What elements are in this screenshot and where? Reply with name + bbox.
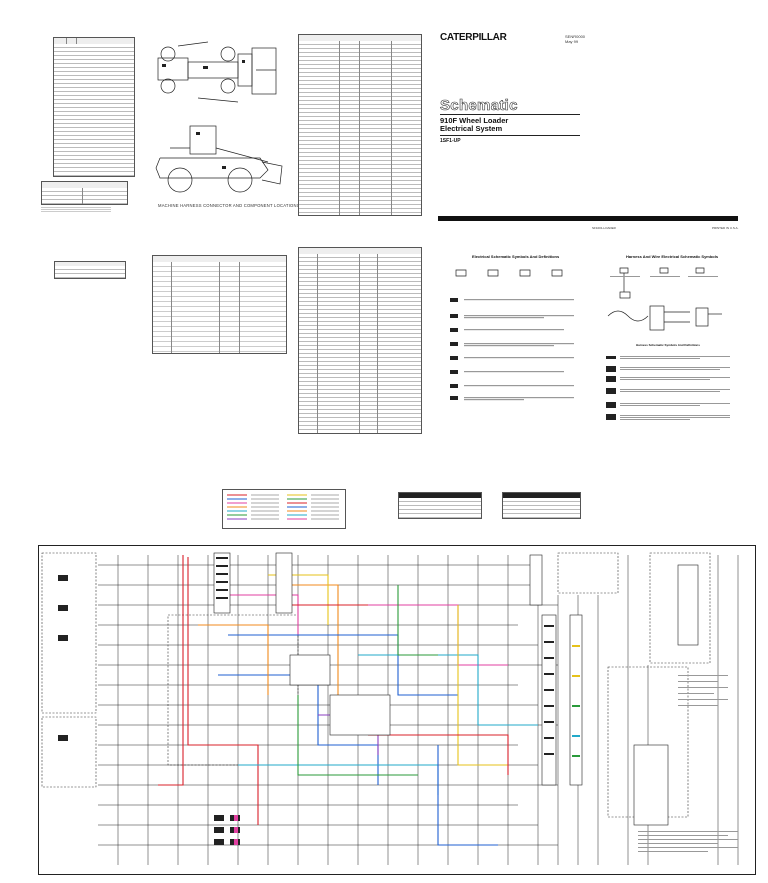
part-number-table [298, 247, 422, 434]
title-bar [438, 216, 738, 221]
footer-left: SF1001-LOADER [592, 226, 616, 230]
wheel-loader-top-view-icon [157, 41, 277, 103]
caterpillar-logo: CATERPILLAR [440, 32, 507, 43]
harness-symbols-title: Harness And Wire Electrical Schematic Sy… [626, 254, 719, 259]
harness-symbol-diagram [607, 267, 722, 331]
table-note [41, 206, 111, 212]
connector-location-table [53, 37, 135, 177]
component-location-table [41, 181, 128, 205]
wheel-loader-side-view-icon [155, 125, 283, 193]
page-title: Schematic [440, 97, 518, 115]
harness-definitions [606, 356, 730, 420]
symbols-title: Electrical Schematic Symbols And Definit… [472, 254, 560, 259]
footer-right: PRINTED IN U.S.A. [712, 226, 739, 230]
legend-table [54, 261, 126, 279]
relay-table [502, 492, 581, 519]
fuse-table [398, 492, 482, 519]
harness-defs-title: Harness Schematic Symbols And Definition… [636, 343, 700, 347]
wiring-schematic [38, 545, 756, 875]
symbol-examples [450, 269, 574, 401]
symbol-table [152, 255, 287, 354]
wire-color-table [298, 34, 422, 216]
wire-color-legend [222, 489, 346, 529]
harness-caption: MACHINE HARNESS CONNECTOR AND COMPONENT … [158, 203, 300, 208]
serial-range: 1SF1-UP [440, 138, 461, 144]
